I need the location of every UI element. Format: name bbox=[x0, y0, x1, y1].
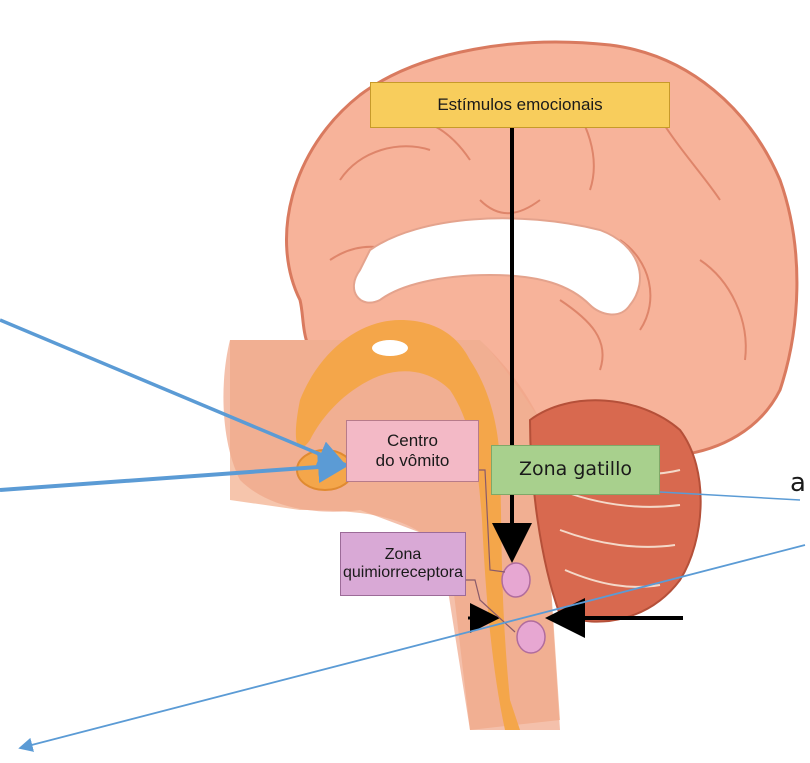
chemoreceptor-oval bbox=[517, 621, 545, 653]
stray-letter: a bbox=[790, 468, 806, 498]
chemoreceptor-zone-label: Zona quimiorreceptora bbox=[340, 532, 466, 596]
trigger-zone-label: Zona gatillo bbox=[491, 445, 660, 495]
vomit-center-oval bbox=[502, 563, 530, 597]
midbrain-hole bbox=[372, 340, 408, 356]
cerebellum bbox=[530, 400, 701, 621]
emotional-stimuli-label: Estímulos emocionais bbox=[370, 82, 670, 128]
vomit-center-label: Centro do vômito bbox=[346, 420, 479, 482]
